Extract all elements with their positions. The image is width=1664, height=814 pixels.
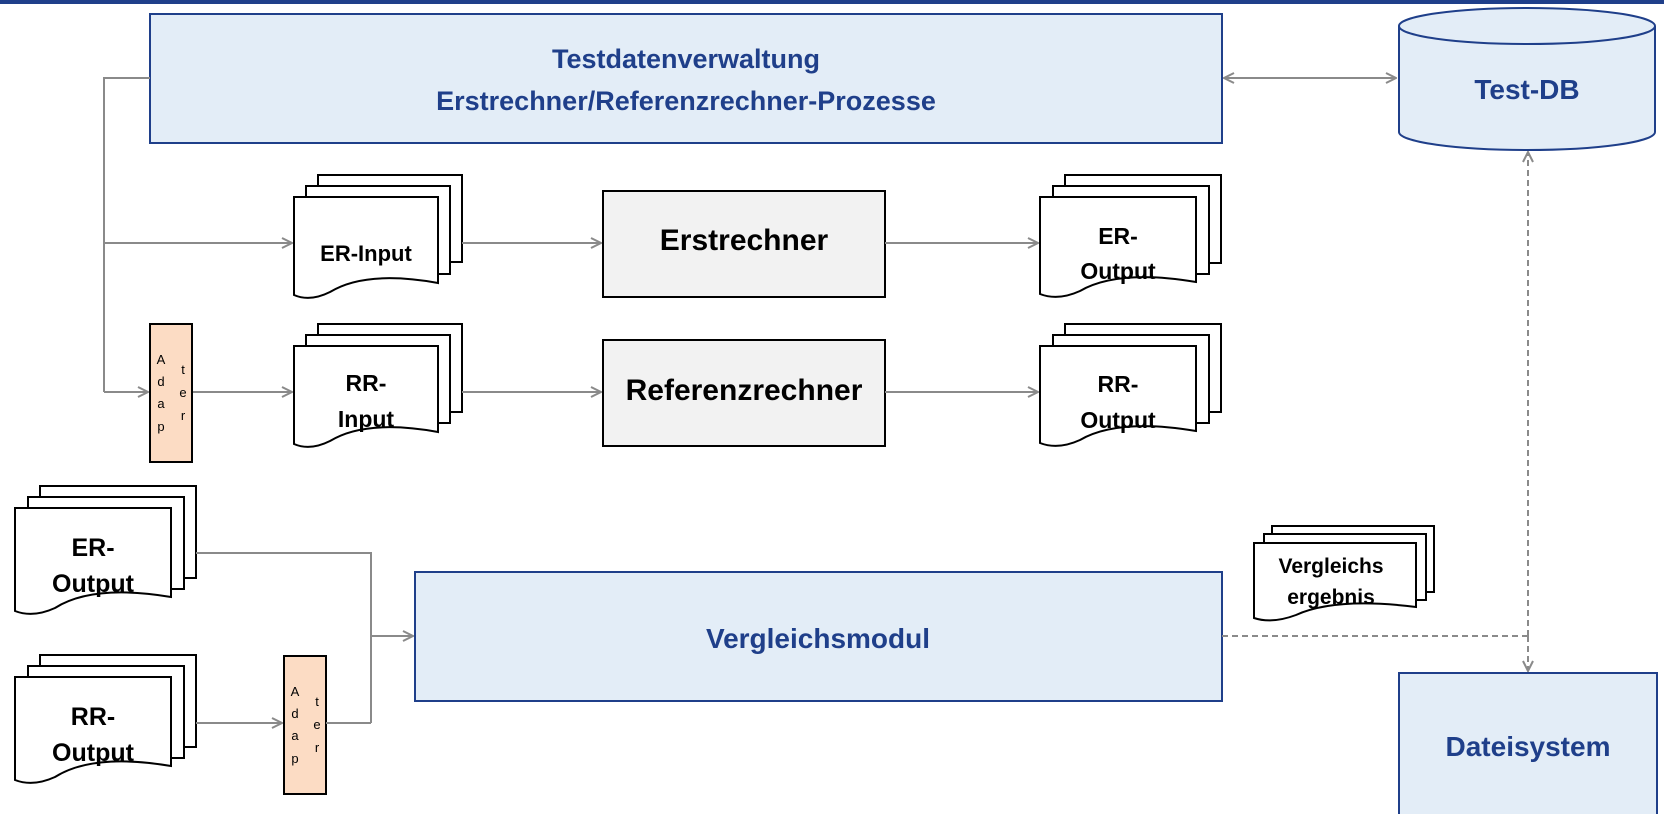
erstrechner-label: Erstrechner <box>660 224 829 257</box>
testdatenverwaltung-subtitle: Erstrechner/Referenzrechner-Prozesse <box>436 86 936 116</box>
left-er-output-label-line2: Output <box>52 570 135 598</box>
connector-trunk-left <box>103 77 150 392</box>
er-input-label: ER-Input <box>320 241 412 266</box>
adapter-top[interactable]: A d a p t e r <box>149 323 193 463</box>
rr-output-label-line2: Output <box>1080 407 1156 433</box>
adapter-top-letter-r: r <box>181 408 186 423</box>
vergleichsergebnis-label-line2: ergebnis <box>1287 586 1375 609</box>
referenzrechner-label: Referenzrechner <box>626 374 863 407</box>
connectors <box>103 77 1528 723</box>
rr-output-label-line1: RR- <box>1098 371 1139 397</box>
adapter-bottom-letter-e: e <box>313 717 320 732</box>
adapter-bottom-letter-d: d <box>291 706 298 721</box>
connector-left-er-output <box>196 552 372 723</box>
adapter-top-letter-e: e <box>179 385 186 400</box>
vergleichsmodul-box[interactable]: Vergleichsmodul <box>414 571 1223 702</box>
adapter-bottom-letter-a2: a <box>291 728 299 743</box>
vergleichsergebnis-label-line1: Vergleichs <box>1278 555 1383 578</box>
left-rr-output-label-line1: RR- <box>71 703 115 731</box>
rr-input-label-line1: RR- <box>346 370 387 396</box>
left-rr-output-label-line2: Output <box>52 739 135 767</box>
adapter-bottom-letter-r: r <box>315 740 320 755</box>
adapter-top-letter-a2: a <box>157 396 165 411</box>
adapter-bottom-letter-a: A <box>291 684 300 699</box>
er-output-document[interactable]: ER- Output <box>1039 174 1222 298</box>
adapter-bottom-letter-t: t <box>315 694 319 709</box>
left-rr-output-document[interactable]: RR- Output <box>14 654 197 784</box>
adapter-top-letter-t: t <box>181 362 185 377</box>
erstrechner-box[interactable]: Erstrechner <box>602 190 886 298</box>
rr-input-label-line2: Input <box>338 406 395 432</box>
er-input-document[interactable]: ER-Input <box>293 174 463 299</box>
left-er-output-document[interactable]: ER- Output <box>14 485 197 615</box>
rr-output-document[interactable]: RR- Output <box>1039 323 1222 447</box>
adapter-bottom[interactable]: A d a p t e r <box>283 655 327 795</box>
adapter-top-letter-p: p <box>157 419 164 434</box>
dateisystem-box[interactable]: Dateisystem <box>1398 672 1658 814</box>
top-accent-bar <box>0 0 1664 4</box>
left-er-output-label-line1: ER- <box>71 534 114 562</box>
adapter-top-letter-d: d <box>157 374 164 389</box>
er-output-label-line2: Output <box>1080 258 1156 284</box>
testdatenverwaltung-box[interactable]: Testdatenverwaltung Erstrechner/Referenz… <box>149 13 1223 144</box>
vergleichsergebnis-document[interactable]: Vergleichs ergebnis <box>1253 525 1435 622</box>
testdatenverwaltung-title: Testdatenverwaltung <box>552 44 820 74</box>
test-db-cylinder[interactable]: Test-DB <box>1398 7 1656 151</box>
adapter-bottom-letter-p: p <box>291 751 298 766</box>
vergleichsmodul-label: Vergleichsmodul <box>706 623 930 654</box>
adapter-top-letter-a: A <box>157 352 166 367</box>
test-db-label: Test-DB <box>1474 74 1579 105</box>
referenzrechner-box[interactable]: Referenzrechner <box>602 339 886 447</box>
rr-input-document[interactable]: RR- Input <box>293 323 463 448</box>
er-output-label-line1: ER- <box>1098 223 1138 249</box>
dateisystem-label: Dateisystem <box>1446 731 1611 762</box>
